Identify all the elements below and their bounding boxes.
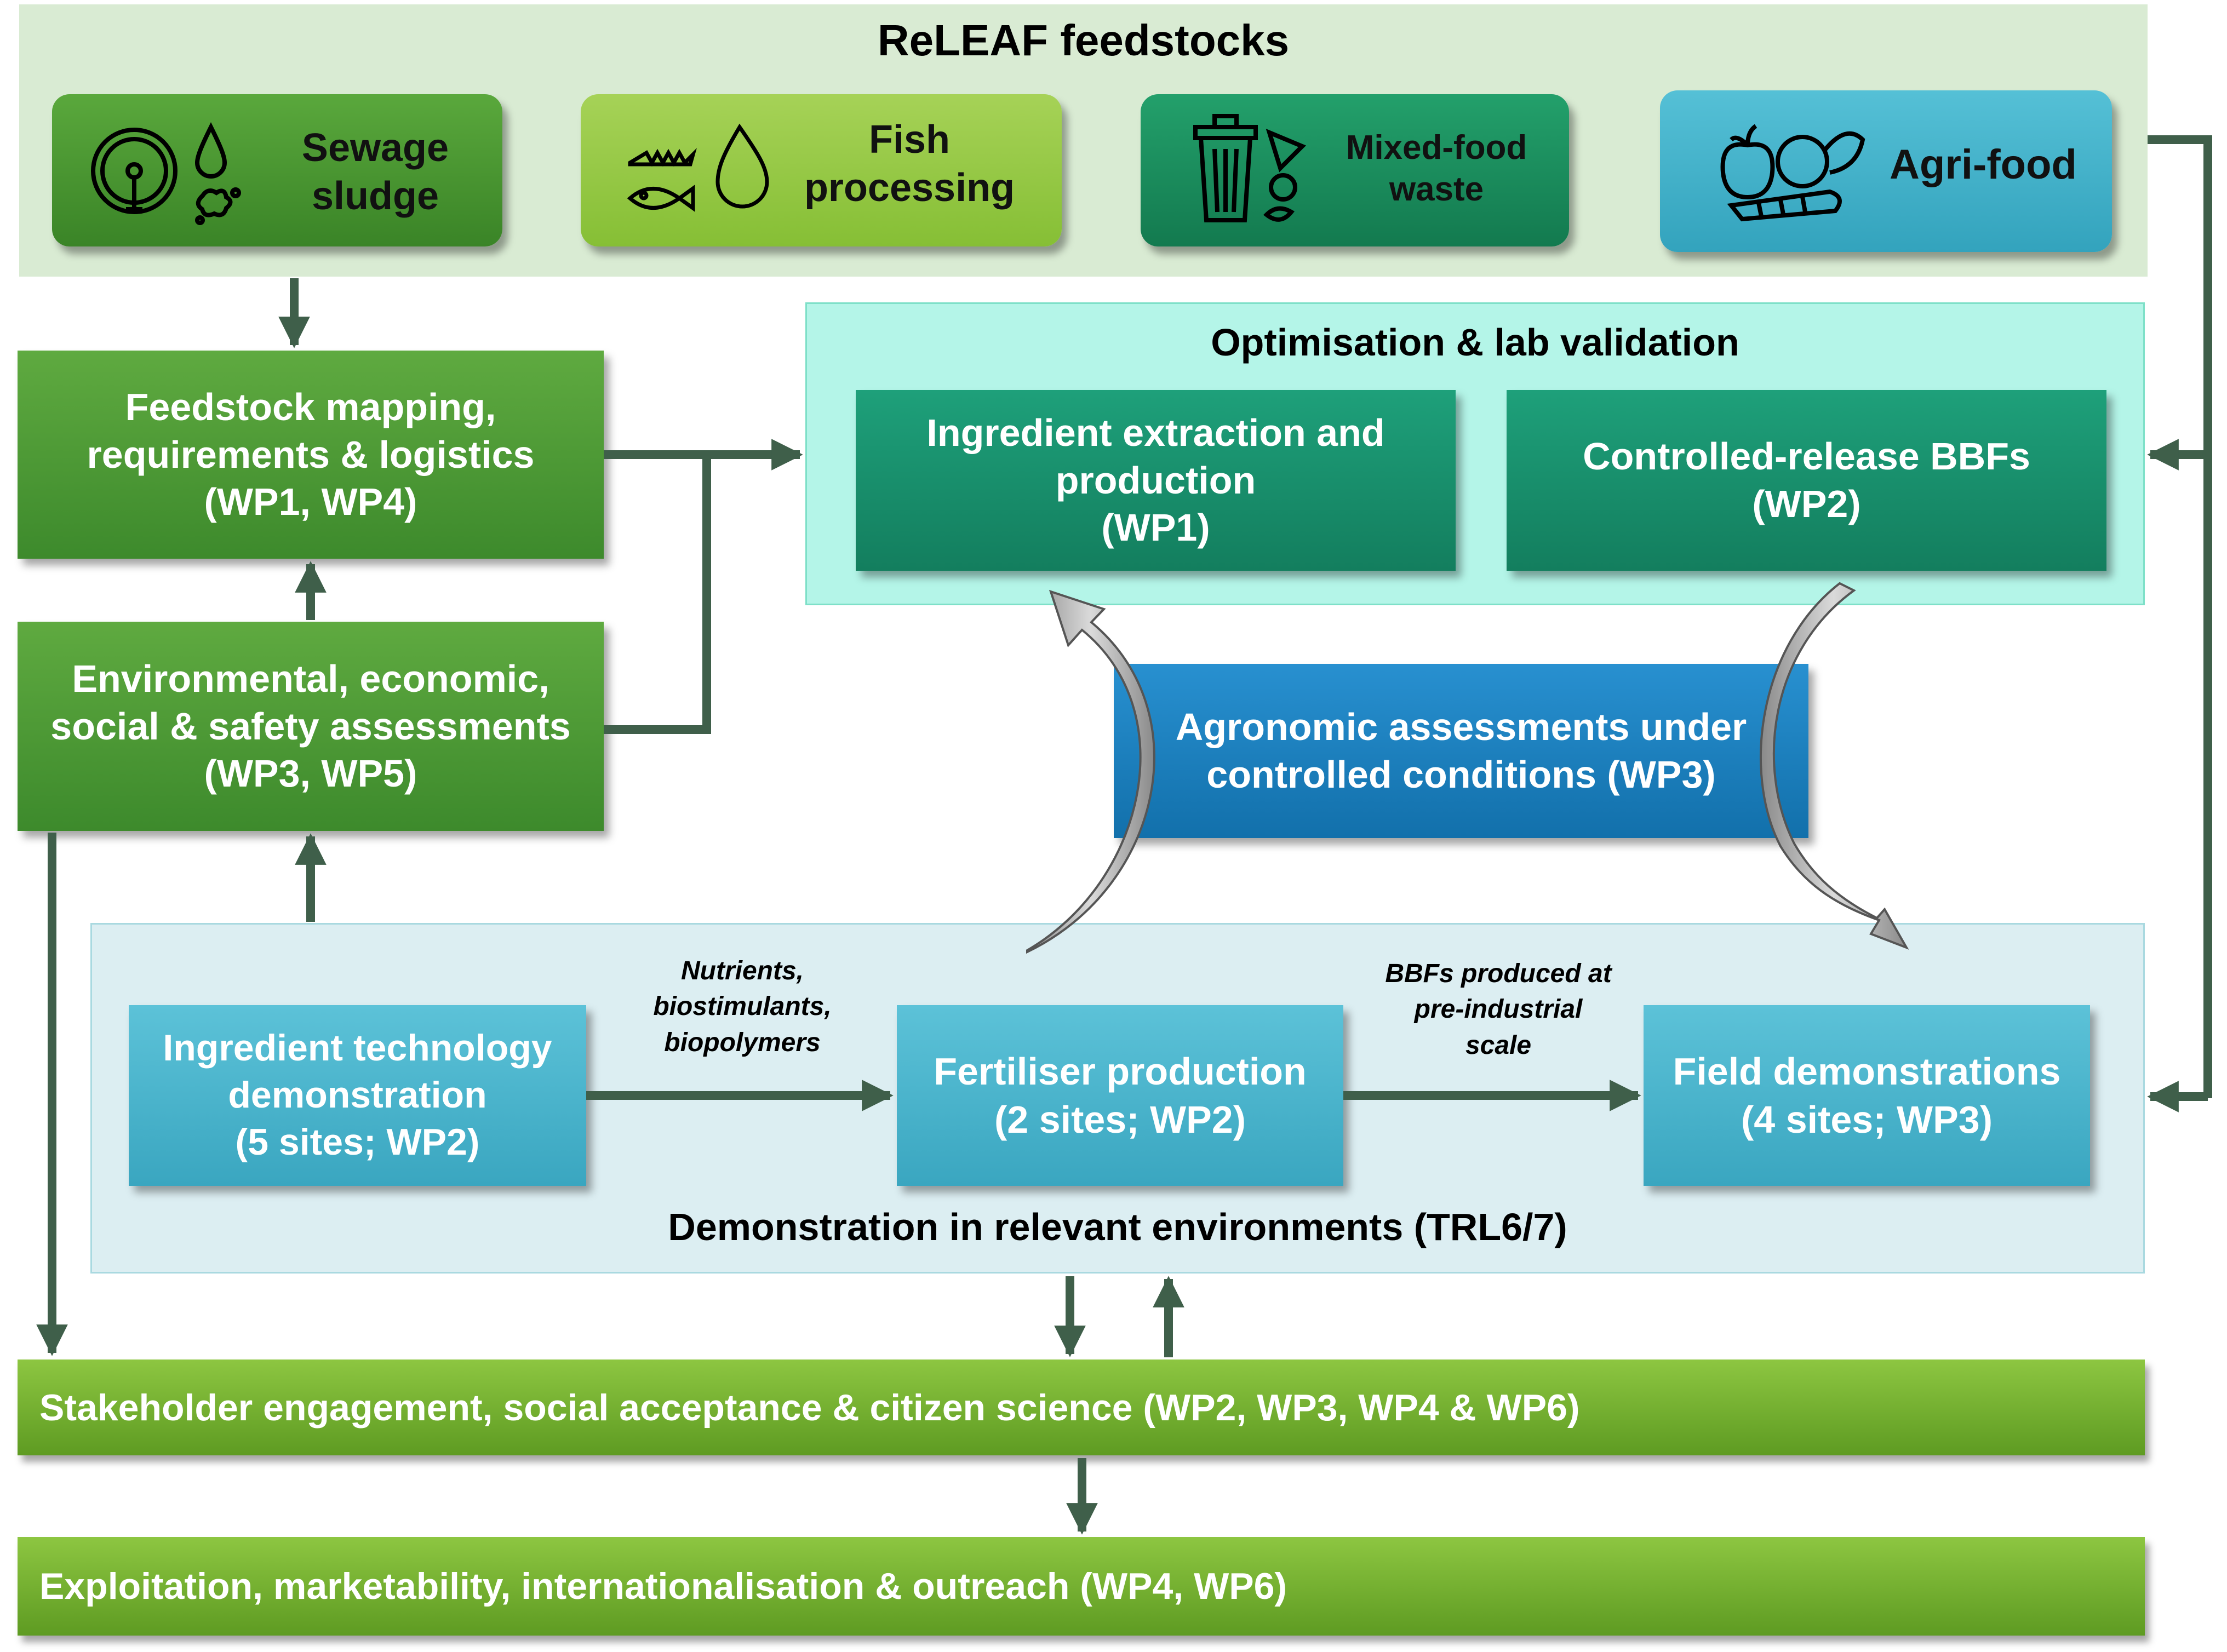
assessments-line2: social & safety assessments	[50, 704, 571, 748]
assessments-box: Environmental, economic, social & safety…	[18, 622, 604, 831]
curved-arrow-bbf-to-field	[1760, 582, 1909, 950]
ingredient-technology-line1: Ingredient technology	[163, 1027, 552, 1069]
ingredient-extraction-box: Ingredient extraction and production (WP…	[856, 390, 1456, 571]
fertiliser-production-line1: Fertiliser production	[934, 1049, 1307, 1093]
nutrients-annotation-line1: Nutrients,	[680, 956, 804, 985]
connector-assessments-to-optimisation	[604, 455, 711, 734]
ingredient-technology-line3: (5 sites; WP2)	[235, 1121, 480, 1163]
stakeholder-engagement-bar: Stakeholder engagement, social acceptanc…	[18, 1360, 2145, 1455]
ingredient-technology-line2: demonstration	[228, 1074, 487, 1116]
feedstock-fish-line1: Fish	[868, 118, 950, 162]
feedstock-mixed-label: Mixed-food waste	[1321, 127, 1552, 210]
nutrients-annotation: Nutrients, biostimulants, biopolymers	[608, 953, 877, 1060]
optimisation-title: Optimisation & lab validation	[1211, 321, 1739, 364]
feedstock-agri-line1: Agri-food	[1890, 141, 2077, 188]
vegetables-icon	[1720, 124, 1865, 222]
feedstock-sewage-sludge: Sewage sludge	[52, 94, 502, 246]
feedstock-mapping-line1: Feedstock mapping,	[125, 385, 496, 428]
feedstock-fish-processing: Fish processing	[581, 94, 1062, 246]
feedstock-agri-label: Agri-food	[1868, 140, 2098, 191]
feedstock-mixed-food-waste: Mixed-food waste	[1141, 94, 1569, 246]
feedstock-mapping-line2: requirements & logistics	[87, 433, 535, 476]
curved-arrow-demo-to-extraction	[1026, 589, 1155, 954]
exploitation-bar: Exploitation, marketability, internation…	[18, 1537, 2145, 1636]
sewage-sludge-icon	[91, 122, 241, 225]
trash-bin-icon	[1193, 114, 1307, 222]
controlled-release-bbfs-box: Controlled-release BBFs (WP2)	[1507, 390, 2106, 571]
nutrients-annotation-line2: biostimulants,	[653, 992, 832, 1022]
ingredient-extraction-line1: Ingredient extraction and	[926, 411, 1385, 454]
agronomic-assessments-box: Agronomic assessments under controlled c…	[1114, 664, 1808, 838]
feedstock-sewage-line2: sludge	[311, 174, 439, 218]
feedstock-mapping-box: Feedstock mapping, requirements & logist…	[18, 351, 604, 559]
assessments-line3: (WP3, WP5)	[204, 752, 417, 795]
feedstock-fish-label: Fish processing	[778, 116, 1041, 213]
bbfs-annotation-line1: BBFs produced at	[1385, 959, 1612, 988]
feedstock-sewage-line1: Sewage	[301, 126, 449, 170]
feedstocks-title: ReLEAF feedstocks	[877, 16, 1290, 65]
connector-agrifood-right	[2148, 135, 2212, 1098]
ingredient-extraction-line2: production	[1055, 458, 1256, 502]
field-demonstrations-box: Field demonstrations (4 sites; WP3)	[1644, 1005, 2090, 1186]
feedstock-agri-food: Agri-food	[1660, 90, 2112, 252]
bbfs-annotation-line3: scale	[1465, 1030, 1532, 1060]
feedstock-mapping-line3: (WP1, WP4)	[204, 480, 417, 524]
feedstock-mixed-line1: Mixed-food	[1346, 129, 1527, 167]
feedstock-mixed-line2: waste	[1389, 170, 1484, 208]
demonstration-title: Demonstration in relevant environments (…	[668, 1206, 1567, 1248]
assessments-line1: Environmental, economic,	[72, 657, 549, 700]
bbfs-annotation-line2: pre-industrial	[1414, 995, 1583, 1024]
agronomic-line2: controlled conditions (WP3)	[1206, 753, 1716, 796]
nutrients-annotation-line3: biopolymers	[664, 1028, 821, 1057]
feedstock-sewage-label: Sewage sludge	[266, 124, 485, 221]
ingredient-technology-box: Ingredient technology demonstration (5 s…	[129, 1005, 586, 1186]
fertiliser-production-box: Fertiliser production (2 sites; WP2)	[897, 1005, 1343, 1186]
agronomic-line1: Agronomic assessments under	[1175, 705, 1747, 749]
feedstock-fish-line2: processing	[804, 165, 1015, 210]
controlled-release-line1: Controlled-release BBFs	[1583, 435, 2030, 478]
field-demonstrations-line1: Field demonstrations	[1673, 1049, 2061, 1093]
field-demonstrations-line2: (4 sites; WP3)	[1741, 1098, 1993, 1141]
fish-processing-icon	[627, 123, 769, 212]
bbfs-annotation: BBFs produced at pre-industrial scale	[1353, 956, 1644, 1063]
fertiliser-production-line2: (2 sites; WP2)	[994, 1098, 1246, 1141]
ingredient-extraction-line3: (WP1)	[1101, 506, 1210, 549]
controlled-release-line2: (WP2)	[1752, 483, 1861, 525]
